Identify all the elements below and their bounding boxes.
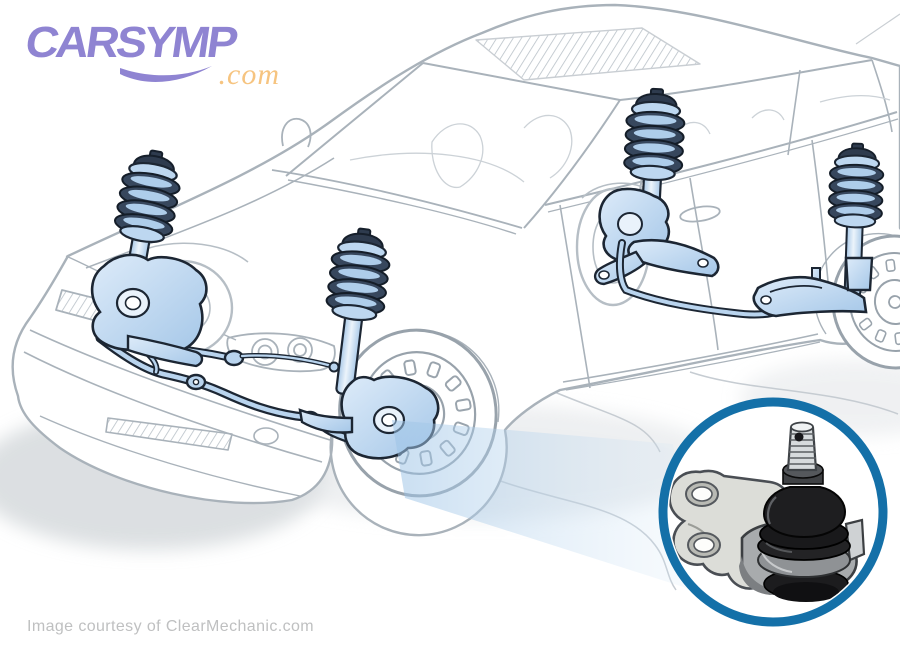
fog-light xyxy=(253,427,279,445)
rear-right-control-arm xyxy=(752,267,868,318)
logo-swoosh xyxy=(120,66,212,82)
front-right-knuckle xyxy=(298,375,440,460)
ball-joint-stud xyxy=(786,421,818,472)
site-logo: CARSYMP .com xyxy=(22,17,286,98)
rear-sway-bar xyxy=(615,239,786,319)
front-left-knuckle xyxy=(90,253,208,368)
logo-domain-suffix: .com xyxy=(218,58,280,91)
door-handle xyxy=(679,205,721,223)
suspension-highlighted-parts xyxy=(90,86,886,460)
logo-brand-text: CARSYMP xyxy=(22,17,239,67)
side-mirror xyxy=(281,117,312,148)
ball-joint-callout xyxy=(658,397,888,627)
magnifier-beam xyxy=(392,420,699,592)
rear-right-strut-bracket xyxy=(844,256,874,292)
lower-grille xyxy=(105,417,233,451)
image-credit-text: Image courtesy of ClearMechanic.com xyxy=(27,618,314,635)
